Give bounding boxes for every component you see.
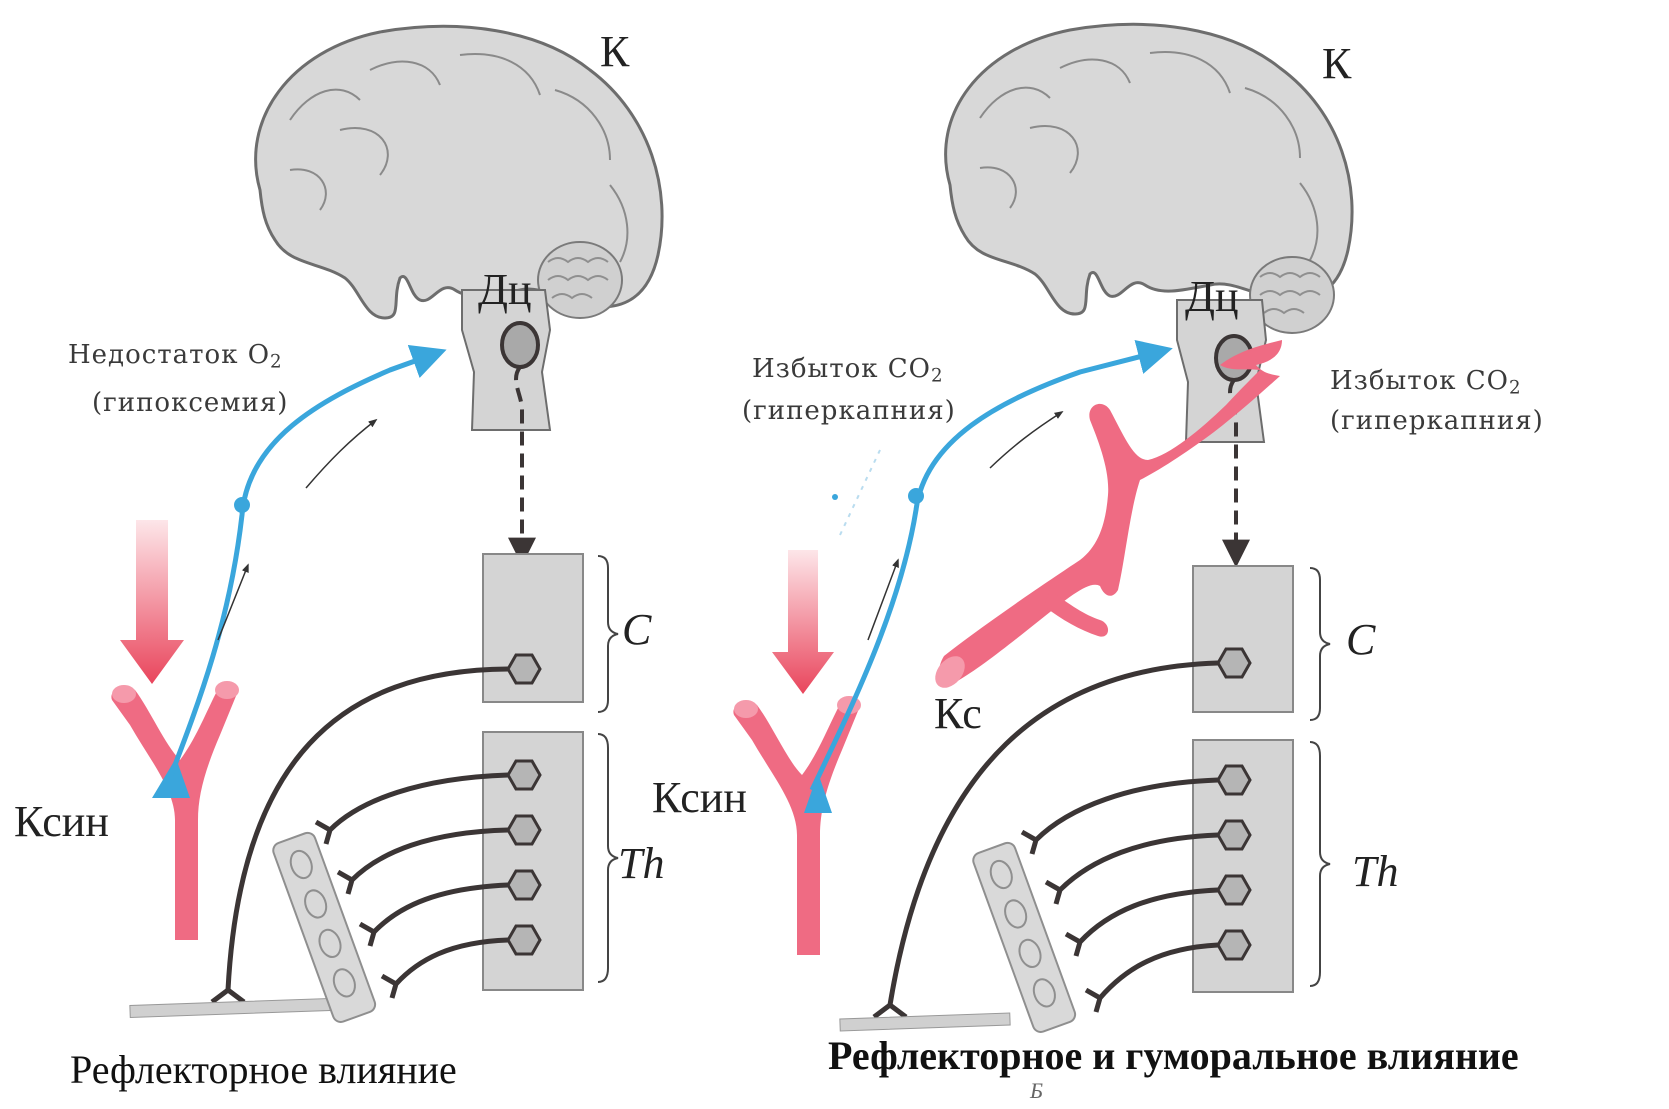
thoracic-motoneuron-left-1 bbox=[508, 761, 540, 789]
phrenic-nerve-left bbox=[228, 669, 508, 990]
thoracic-motoneuron-right-3 bbox=[1218, 876, 1250, 904]
caption-right: Рефлекторное и гуморальное влияние bbox=[828, 1036, 1519, 1076]
motor-nerves-left bbox=[212, 669, 508, 1002]
sinus-label-left: Ксин bbox=[14, 800, 109, 844]
afferent-ganglion-right bbox=[908, 488, 924, 504]
cerebral-vessel-branch bbox=[1044, 590, 1108, 637]
cortex-label-right: К bbox=[1322, 42, 1351, 86]
cervical-motoneuron-right bbox=[1218, 649, 1250, 677]
cervical-brace-right bbox=[1310, 568, 1330, 720]
spine-left bbox=[483, 554, 618, 990]
stimulus-b-line2-right: (гиперкапния) bbox=[1330, 408, 1544, 434]
stimulus-line2-left: (гипоксемия) bbox=[92, 390, 288, 416]
thoracic-brace-right bbox=[1310, 742, 1330, 986]
vessel-opening-right-a bbox=[734, 700, 758, 718]
stimulus-text-left: Недостаток O bbox=[68, 340, 270, 370]
diaphragm-ending-left bbox=[212, 990, 244, 1002]
stimulus-a-line2-right: (гиперкапния) bbox=[742, 398, 956, 424]
sinus-label-right: Ксин bbox=[652, 776, 747, 820]
stimulus-arrow-left bbox=[120, 520, 184, 684]
thoracic-motoneuron-left-3 bbox=[508, 871, 540, 899]
respiratory-center-left bbox=[502, 323, 538, 367]
carotid-sinus-vessel-left bbox=[111, 685, 236, 940]
impulse-arrow-right-2 bbox=[990, 412, 1062, 468]
cervical-brace-left bbox=[598, 556, 618, 712]
left-panel bbox=[111, 26, 662, 1024]
thoracic-motoneuron-right-4 bbox=[1218, 931, 1250, 959]
stimulus-sub-left: 2 bbox=[270, 352, 283, 373]
cervical-label-right: C bbox=[1346, 618, 1375, 662]
cervical-motoneuron-left bbox=[508, 655, 540, 683]
diaphragm-muscle-right bbox=[840, 1013, 1010, 1031]
brain-right bbox=[946, 24, 1352, 562]
carotid-sinus-vessel-right bbox=[733, 700, 858, 955]
thoracic-motoneuron-left-4 bbox=[508, 926, 540, 954]
stimulus-a-line1-right: Избыток CO2 bbox=[752, 356, 944, 386]
thoracic-motoneuron-left-2 bbox=[508, 816, 540, 844]
diaphragm-ending-right bbox=[874, 1005, 906, 1017]
diaphragm-muscle-left bbox=[130, 999, 330, 1018]
stimulus-b-text-right: Избыток CO bbox=[1330, 366, 1509, 396]
vessel-opening-left-b bbox=[215, 681, 239, 699]
cerebellum-left bbox=[538, 242, 622, 318]
stimulus-b-line1-right: Избыток CO2 bbox=[1330, 368, 1522, 398]
thoracic-label-left: Th bbox=[618, 842, 664, 886]
faint-dot-right bbox=[832, 494, 838, 500]
brain-left bbox=[256, 26, 662, 560]
stimulus-b-sub-right: 2 bbox=[1509, 378, 1522, 399]
stimulus-a-sub-right: 2 bbox=[931, 366, 944, 387]
center-label-left: Дц bbox=[478, 268, 532, 312]
cortex-label-left: К bbox=[600, 30, 629, 74]
right-panel bbox=[733, 24, 1352, 1034]
thoracic-motoneuron-right-1 bbox=[1218, 766, 1250, 794]
caption-left: Рефлекторное влияние bbox=[70, 1050, 457, 1090]
thoracic-brace-left bbox=[598, 734, 618, 982]
intercostal-muscles-right bbox=[971, 841, 1077, 1035]
stimulus-a-text-right: Избыток CO bbox=[752, 354, 931, 384]
impulse-arrow-left-2 bbox=[306, 420, 376, 488]
faint-dash-right bbox=[840, 450, 880, 535]
center-label-right: Дц bbox=[1185, 275, 1239, 319]
cervical-segment-right bbox=[1193, 566, 1293, 712]
afferent-ganglion-left bbox=[234, 497, 250, 513]
thoracic-motoneuron-right-2 bbox=[1218, 821, 1250, 849]
vessel-label-right: Кс bbox=[934, 692, 982, 736]
thoracic-label-right: Th bbox=[1352, 850, 1398, 894]
vessel-opening-left-a bbox=[112, 685, 136, 703]
stimulus-line1-left: Недостаток O2 bbox=[68, 342, 283, 372]
panel-letter-right: Б bbox=[1030, 1080, 1043, 1102]
stimulus-arrow-right bbox=[772, 550, 834, 694]
cervical-label-left: C bbox=[622, 608, 651, 652]
intercostal-nerve-right-1 bbox=[1022, 780, 1218, 854]
